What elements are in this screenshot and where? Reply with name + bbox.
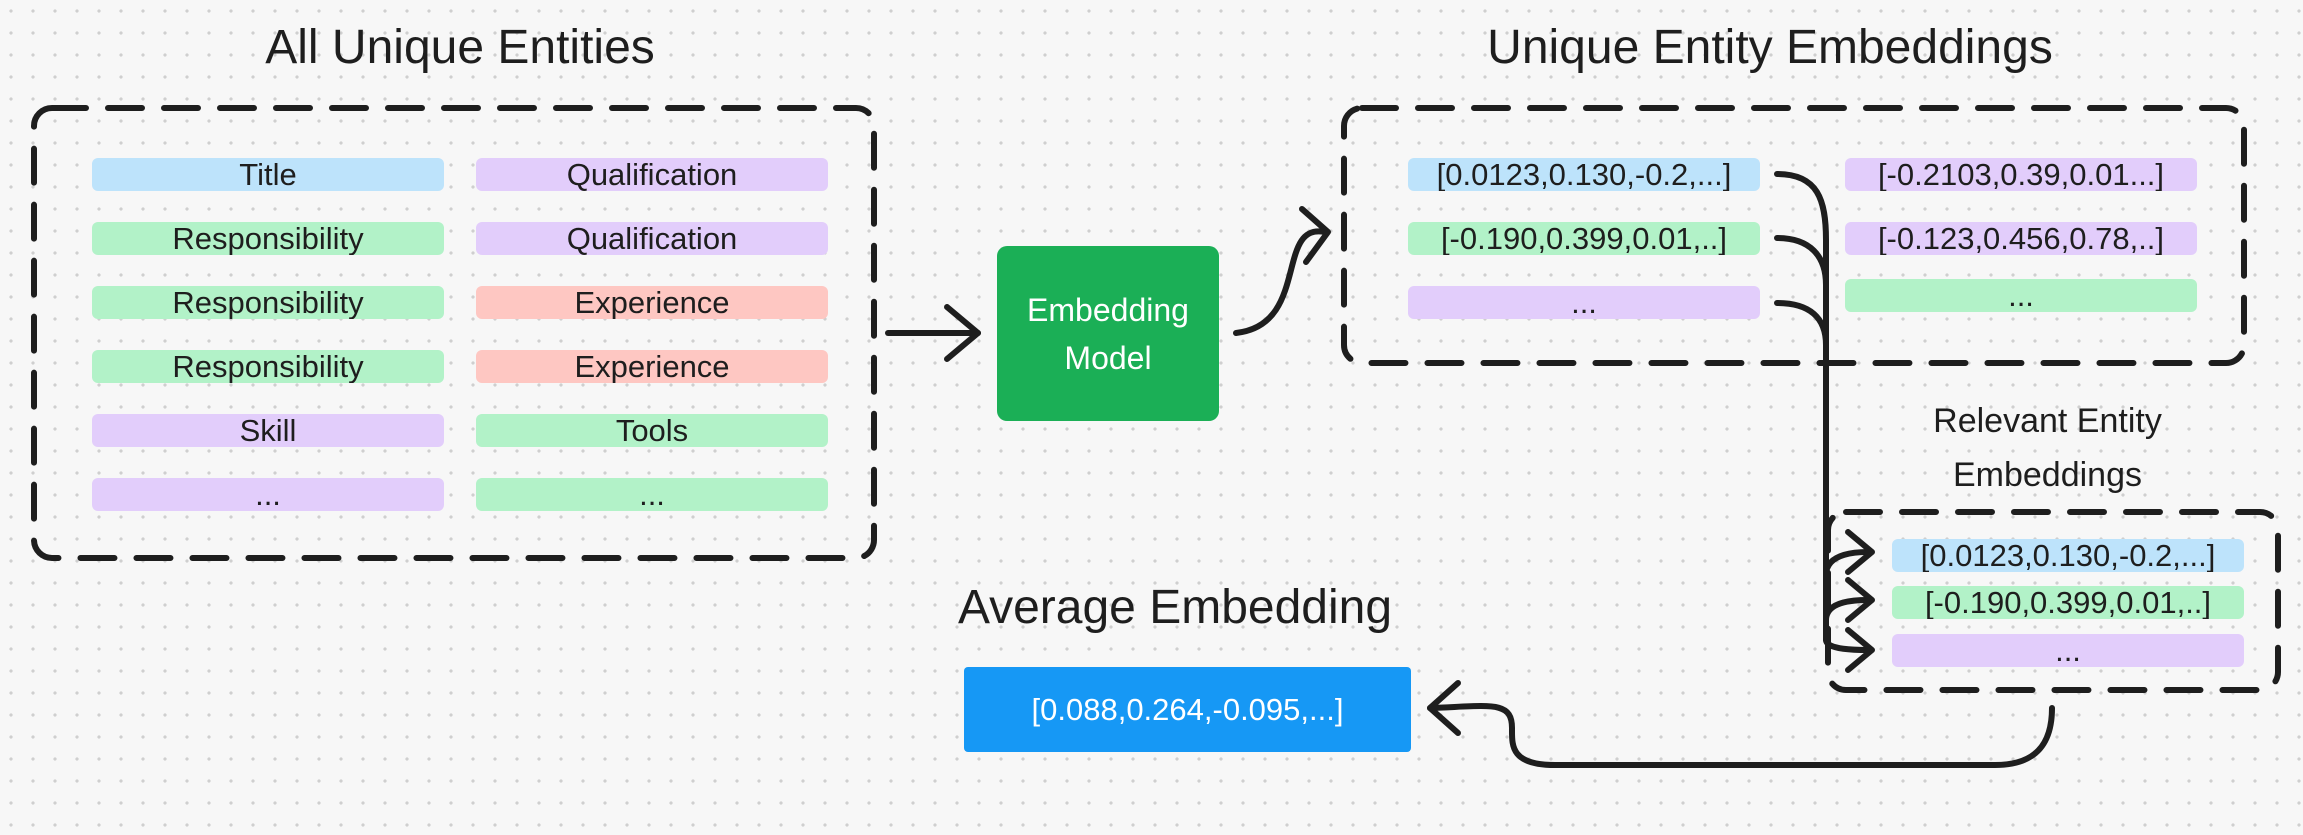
embedding-tag: ... [1408, 286, 1760, 319]
arrowhead-model-to-embeddings [1299, 206, 1331, 265]
entity-tag: Experience [476, 286, 828, 319]
entity-tag: Responsibility [92, 350, 444, 383]
arrow-relevant-to-average [1427, 703, 2055, 768]
entity-tag: Responsibility [92, 222, 444, 255]
arrow-model-to-embeddings [1233, 228, 1328, 336]
arrowhead-relevant-row-3 [1845, 627, 1875, 673]
embedding-model-label: Embedding Model [1027, 291, 1189, 376]
entity-tag: ... [476, 478, 828, 511]
average-embedding-title: Average Embedding [957, 581, 1393, 634]
arrowhead-relevant-row-1 [1845, 529, 1875, 575]
connector-embedding-row-3 [1774, 300, 1829, 348]
embedding-tag: [-0.123,0.456,0.78,..] [1845, 222, 2197, 255]
average-embedding-box: [0.088,0.264,-0.095,...] [964, 667, 1411, 752]
connector-relevant-row-3 [1823, 637, 1871, 653]
unique-embeddings-frame [1341, 105, 2247, 366]
relevant-embeddings-title: Relevant Entity Embeddings [1860, 394, 2235, 502]
relevant-embedding-tag: [-0.190,0.399,0.01,..] [1892, 586, 2244, 619]
connector-embedding-row-2 [1774, 235, 1829, 288]
connector-relevant-row-2 [1823, 597, 1871, 623]
relevant-title-line-2: Embeddings [1952, 456, 2142, 494]
arrowhead-relevant-to-average [1427, 680, 1461, 736]
relevant-embedding-tag: [0.0123,0.130,-0.2,...] [1892, 539, 2244, 572]
entity-tag: Qualification [476, 222, 828, 255]
all-entities-frame [31, 105, 877, 561]
relevant-title-line-1: Relevant Entity [1933, 402, 2162, 440]
embedding-tag: [-0.2103,0.39,0.01...] [1845, 158, 2197, 191]
arrowhead-entities-to-model [944, 304, 981, 362]
embedding-tag: ... [1845, 279, 2197, 312]
entity-tag: ... [92, 478, 444, 511]
entity-tag: Skill [92, 414, 444, 447]
entity-tag: Responsibility [92, 286, 444, 319]
entity-tag: Experience [476, 350, 828, 383]
arrowhead-relevant-row-2 [1845, 577, 1875, 623]
unique-embeddings-title: Unique Entity Embeddings [1487, 21, 2053, 74]
embedding-model-box: Embedding Model [997, 246, 1219, 421]
connector-relevant-row-1 [1823, 549, 1871, 578]
connector-embedding-row-1 [1774, 171, 1829, 643]
embedding-tag: [-0.190,0.399,0.01,..] [1408, 222, 1760, 255]
entity-tag: Title [92, 158, 444, 191]
all-entities-title: All Unique Entities [265, 21, 655, 74]
relevant-embedding-tag: ... [1892, 634, 2244, 667]
entity-tag: Tools [476, 414, 828, 447]
embedding-tag: [0.0123,0.130,-0.2,...] [1408, 158, 1760, 191]
entity-tag: Qualification [476, 158, 828, 191]
